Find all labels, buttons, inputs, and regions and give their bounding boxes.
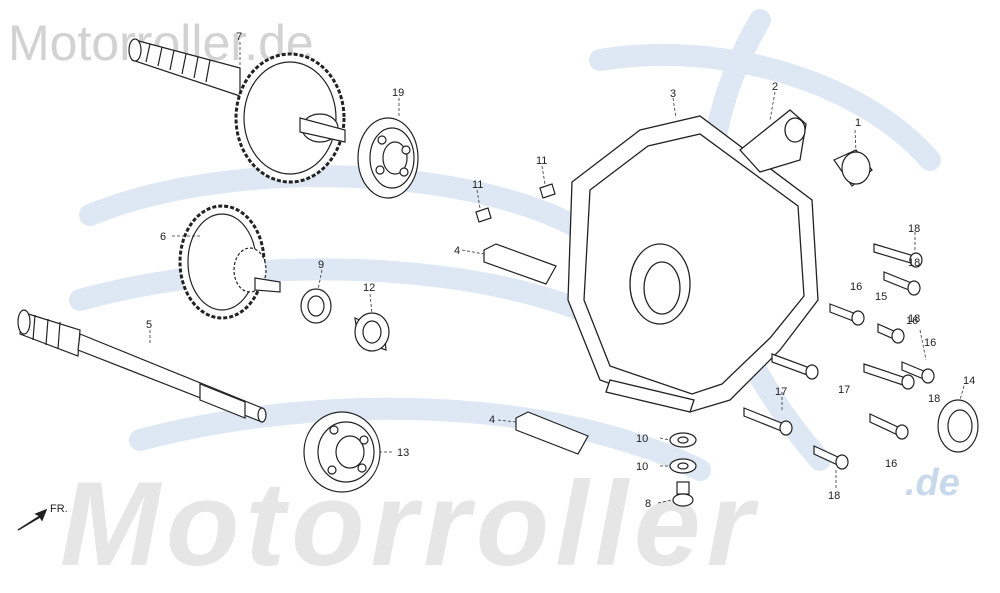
part-6-counter-gear <box>178 204 281 320</box>
parts-diagram: Motorroller.de Motorroller .de <box>8 9 979 591</box>
part-5-drive-shaft <box>17 309 267 423</box>
callout-4a: 4 <box>454 245 460 257</box>
callout-10a: 10 <box>636 433 648 445</box>
callout-18e: 18 <box>908 257 920 269</box>
callout-2: 2 <box>772 81 778 93</box>
callout-5: 5 <box>146 319 152 331</box>
part-11-dowel-pins <box>475 183 556 223</box>
callout-10b: 10 <box>636 461 648 473</box>
callout-14: 14 <box>963 375 975 387</box>
part-4-blocks <box>483 243 589 455</box>
part-12-needle-bearing <box>354 312 390 352</box>
callout-4b: 4 <box>489 414 495 426</box>
direction-mark: FR. <box>50 503 68 515</box>
callout-18d: 18 <box>828 490 840 502</box>
callout-12: 12 <box>363 282 375 294</box>
part-14-oil-seal <box>937 399 979 453</box>
callout-11a: 11 <box>472 179 483 191</box>
part-9-washer <box>300 288 332 324</box>
bolts <box>743 243 935 470</box>
callout-17a: 17 <box>838 384 850 396</box>
part-3-case-cover <box>567 109 819 413</box>
part-10-8-drain <box>669 432 697 507</box>
callout-15: 15 <box>875 291 887 303</box>
callout-16b: 16 <box>924 337 936 349</box>
direction-arrow-icon <box>17 508 48 531</box>
watermark-suffix: .de <box>905 462 960 504</box>
callout-labels: 1 2 3 4 4 5 6 7 8 9 10 10 11 11 12 13 14… <box>146 31 975 510</box>
part-1-bushing <box>833 149 873 187</box>
callout-16d: 16 <box>906 315 918 327</box>
callout-9: 9 <box>318 259 324 271</box>
callout-19: 19 <box>392 87 404 99</box>
part-13-bearing <box>303 411 381 493</box>
callout-leaders <box>149 42 965 504</box>
part-19-bearing <box>357 117 419 199</box>
callout-3: 3 <box>670 88 676 100</box>
callout-17b: 17 <box>775 386 787 398</box>
callout-1: 1 <box>855 117 861 129</box>
callout-16c: 16 <box>885 458 897 470</box>
callout-8: 8 <box>645 498 651 510</box>
callout-16a: 16 <box>850 281 862 293</box>
callout-7: 7 <box>236 31 242 43</box>
callout-18b: 18 <box>908 313 920 325</box>
callout-18c: 18 <box>928 393 940 405</box>
callout-11b: 11 <box>536 155 547 167</box>
callout-13: 13 <box>397 447 409 459</box>
callout-18a: 18 <box>908 223 920 235</box>
callout-6: 6 <box>160 231 166 243</box>
part-7-shaft-gear <box>128 38 346 184</box>
exploded-view-drawing: FR. 1 2 <box>17 9 979 531</box>
